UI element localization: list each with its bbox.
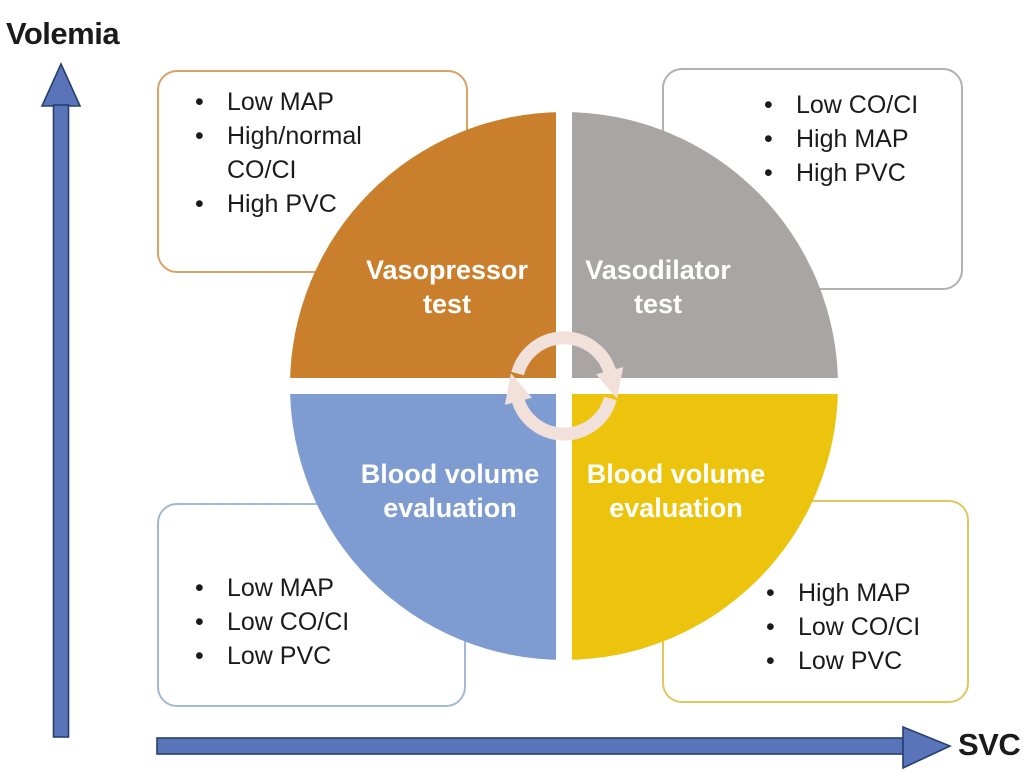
list-item: Low PVC (766, 644, 967, 678)
list-item: Low CO/CI (766, 610, 967, 644)
list-item: High MAP (764, 122, 961, 156)
y-arrow-shaft (52, 104, 70, 738)
y-axis-label: Volemia (6, 16, 120, 51)
x-arrow-shaft (156, 737, 904, 755)
quadrant-label-vasodilator: Vasodilator test (585, 255, 731, 319)
quadrant-circle-graphic (290, 112, 838, 660)
list-item: High PVC (764, 156, 961, 190)
info-box-bottom-right: High MAP Low CO/CI Low PVC (662, 500, 969, 703)
quadrant-circle: Vasopressor test Vasodilator test Blood … (290, 112, 838, 660)
list-item: Low CO/CI (764, 88, 961, 122)
y-arrowhead-icon (40, 62, 82, 107)
quadrant-label-blood-volume-left: Blood volume evaluation (360, 459, 540, 523)
bullet-list: High MAP Low CO/CI Low PVC (766, 576, 967, 678)
list-item: High PVC (195, 187, 466, 221)
quadrant-label-vasopressor: Vasopressor test (365, 255, 529, 319)
rotation-arrows-icon (504, 331, 624, 441)
y-axis-arrow (40, 62, 82, 738)
x-axis-arrow (156, 725, 953, 770)
quadrant-divider-horizontal (290, 378, 838, 394)
list-item: High/normal CO/CI (195, 119, 466, 187)
list-item: Low CO/CI (195, 605, 464, 639)
quadrant-vasodilator (564, 112, 838, 386)
list-item: Low MAP (195, 85, 466, 119)
x-arrowhead-icon (902, 725, 953, 770)
bullet-list: Low MAP High/normal CO/CI High PVC (195, 85, 466, 221)
quadrant-blood-volume-left (290, 386, 564, 660)
x-axis-label: SVC (958, 727, 1021, 762)
list-item: Low PVC (195, 639, 464, 673)
quadrant-vasopressor (290, 112, 564, 386)
list-item: Low MAP (195, 571, 464, 605)
bullet-list: Low MAP Low CO/CI Low PVC (195, 571, 464, 673)
quadrant-label-blood-volume-right: Blood volume evaluation (586, 459, 766, 523)
list-item: High MAP (766, 576, 967, 610)
quadrant-blood-volume-right (564, 386, 838, 660)
bullet-list: Low CO/CI High MAP High PVC (764, 88, 961, 190)
